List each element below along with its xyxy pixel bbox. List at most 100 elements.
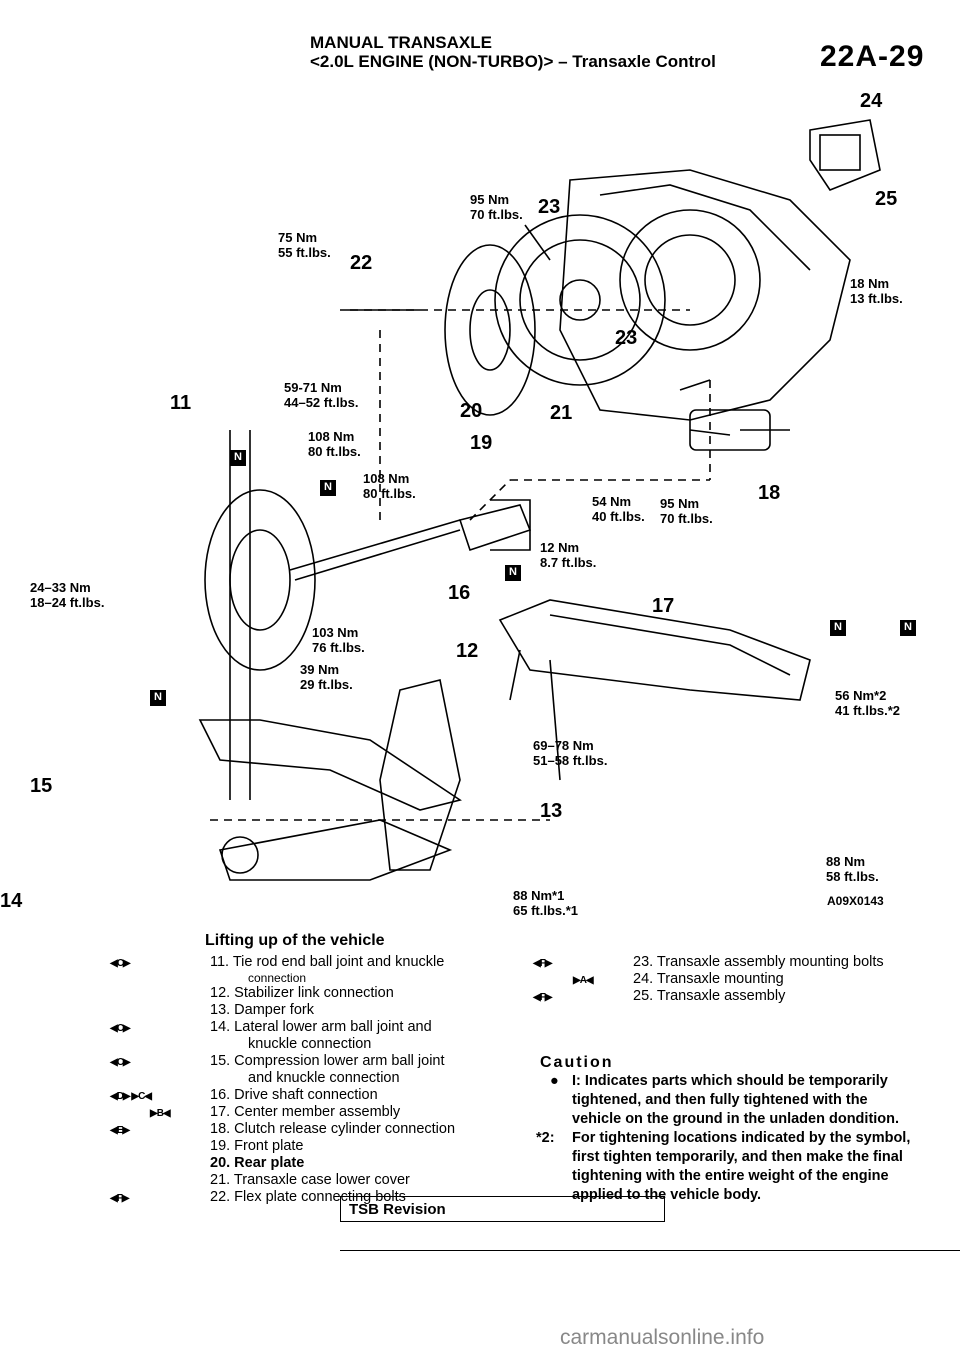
n-mark: N — [509, 566, 517, 578]
n-mark: N — [834, 621, 842, 633]
list-item: ▶A◀ 24. Transaxle mounting — [533, 971, 933, 988]
header-line2: <2.0L ENGINE (NON-TURBO)> – Transaxle Co… — [310, 52, 716, 71]
callout: 13 — [540, 800, 563, 822]
list-item: ◀D▶ ▶C◀ 16. Drive shaft connection — [110, 1087, 490, 1104]
item-text: knuckle connection — [248, 1036, 372, 1052]
list-item: ◀C▶ 11. Tie rod end ball joint and knuckl… — [110, 954, 490, 971]
item-text: 17. Center member assembly — [210, 1104, 401, 1120]
parts-list-right: ◀F▶ 23. Transaxle assembly mounting bolts… — [533, 954, 933, 1005]
footer-watermark: carmanualsonline.info — [560, 1326, 765, 1349]
symbol: ◀F▶ — [533, 992, 552, 1003]
symbol: ◀D▶ ▶C◀ — [110, 1091, 152, 1102]
torque-label: 88 Nm 58 ft.lbs. — [826, 854, 879, 884]
exploded-diagram: 24 25 23 22 11 20 21 19 18 16 17 12 15 1… — [0, 80, 930, 920]
list-item: connection — [110, 971, 490, 985]
list-item: ◀C▶ 15. Compression lower arm ball joint — [110, 1053, 490, 1070]
list-item: ◀F▶ 23. Transaxle assembly mounting bolts — [533, 954, 933, 971]
item-text: 11. Tie rod end ball joint and knuckle — [210, 954, 445, 970]
item-text: 13. Damper fork — [210, 1002, 314, 1018]
list-item: ◀E▶ 18. Clutch release cylinder connectio… — [110, 1121, 490, 1138]
item-text: 21. Transaxle case lower cover — [210, 1172, 410, 1188]
item-text: 12. Stabilizer link connection — [210, 985, 394, 1001]
callout: 19 — [470, 432, 493, 454]
callout: 24 — [860, 90, 883, 112]
list-item: 20. Rear plate — [110, 1155, 490, 1172]
item-text: 16. Drive shaft connection — [210, 1087, 378, 1103]
caution-text: I: Indicates parts which should be tempo… — [572, 1073, 900, 1127]
list-item: knuckle connection — [110, 1036, 490, 1053]
diagram-drawing — [150, 119, 916, 881]
symbol: ▶B◀ — [150, 1108, 171, 1119]
item-text: 23. Transaxle assembly mounting bolts — [633, 954, 884, 970]
callout: 15 — [30, 775, 53, 797]
torque-label: 54 Nm 40 ft.lbs. — [592, 494, 645, 524]
callout: 22 — [350, 252, 373, 274]
callout: 18 — [758, 482, 781, 504]
torque-label: 56 Nm*2 41 ft.lbs.*2 — [835, 688, 901, 718]
figure-code: A09X0143 — [827, 894, 884, 908]
callout: 14 — [0, 890, 23, 912]
symbol: ◀F▶ — [533, 958, 552, 969]
torque-label: 39 Nm 29 ft.lbs. — [300, 662, 353, 692]
n-mark: N — [234, 451, 242, 463]
parts-list-left: ◀C▶ 11. Tie rod end ball joint and knuckl… — [110, 954, 490, 1206]
n-mark: N — [154, 691, 162, 703]
torque-label: 18 Nm 13 ft.lbs. — [850, 276, 903, 306]
caution-item: ● I: Indicates parts which should be temp… — [540, 1072, 920, 1129]
torque-label: 12 Nm 8.7 ft.lbs. — [540, 540, 597, 570]
torque-label: 88 Nm*1 65 ft.lbs.*1 — [513, 888, 579, 918]
torque-label: 103 Nm 76 ft.lbs. — [312, 625, 365, 655]
item-text: connection — [248, 971, 307, 985]
page-number: 22A-29 — [820, 40, 925, 73]
torque-label: 75 Nm 55 ft.lbs. — [278, 230, 331, 260]
list-item: and knuckle connection — [110, 1070, 490, 1087]
item-text: 18. Clutch release cylinder connection — [210, 1121, 456, 1137]
section-title: Lifting up of the vehicle — [205, 932, 385, 949]
caution-item: *2:For tightening locations indicated by… — [536, 1129, 920, 1205]
list-item: ◀C▶ 14. Lateral lower arm ball joint and — [110, 1019, 490, 1036]
callout: 20 — [460, 400, 483, 422]
torque-label: 108 Nm 80 ft.lbs. — [308, 429, 361, 459]
header-line1: MANUAL TRANSAXLE — [310, 33, 492, 52]
callout: 23 — [538, 196, 561, 218]
torque-label: 108 Nm 80 ft.lbs. — [363, 471, 416, 501]
torque-label: 59-71 Nm 44–52 ft.lbs. — [284, 380, 359, 410]
item-text: 22. Flex plate connecting bolts — [210, 1189, 406, 1205]
symbol: ◀E▶ — [110, 1125, 130, 1136]
list-item: ▶B◀ 17. Center member assembly — [110, 1104, 490, 1121]
item-text: 19. Front plate — [210, 1138, 304, 1154]
list-item: 12. Stabilizer link connection — [110, 985, 490, 1002]
item-text: 20. Rear plate — [210, 1155, 305, 1171]
tsb-revision-box: TSB Revision — [340, 1196, 665, 1222]
callout: 21 — [550, 402, 573, 424]
callout: 12 — [456, 640, 479, 662]
caution-title: Caution — [540, 1054, 614, 1071]
symbol: ◀C▶ — [110, 958, 131, 969]
symbol: ◀C▶ — [110, 1057, 131, 1068]
item-text: 25. Transaxle assembly — [633, 988, 786, 1004]
item-text: 24. Transaxle mounting — [633, 971, 784, 987]
callout: 23 — [615, 327, 638, 349]
symbol: ▶A◀ — [573, 975, 594, 986]
callout: 17 — [652, 595, 675, 617]
list-item: 19. Front plate — [110, 1138, 490, 1155]
n-mark: N — [904, 621, 912, 633]
torque-label: 95 Nm 70 ft.lbs. — [470, 192, 523, 222]
torque-label: 69–78 Nm 51–58 ft.lbs. — [533, 738, 608, 768]
bullet-icon: ● — [550, 1073, 559, 1089]
symbol: ◀C▶ — [110, 1023, 131, 1034]
callout: 16 — [448, 582, 471, 604]
item-text: and knuckle connection — [248, 1070, 400, 1086]
caution-block: Caution ● I: Indicates parts which should… — [536, 1054, 920, 1205]
list-item: ◀F▶ 25. Transaxle assembly — [533, 988, 933, 1005]
symbol: ◀F▶ — [110, 1193, 129, 1204]
callout: 25 — [875, 188, 898, 210]
list-item: 21. Transaxle case lower cover — [110, 1172, 490, 1189]
item-text: 15. Compression lower arm ball joint — [210, 1053, 445, 1069]
divider — [340, 1250, 960, 1251]
n-mark: N — [324, 481, 332, 493]
caution-mark: *2: — [536, 1130, 555, 1146]
item-text: 14. Lateral lower arm ball joint and — [210, 1019, 432, 1035]
torque-label: 24–33 Nm 18–24 ft.lbs. — [30, 580, 105, 610]
list-item: 13. Damper fork — [110, 1002, 490, 1019]
